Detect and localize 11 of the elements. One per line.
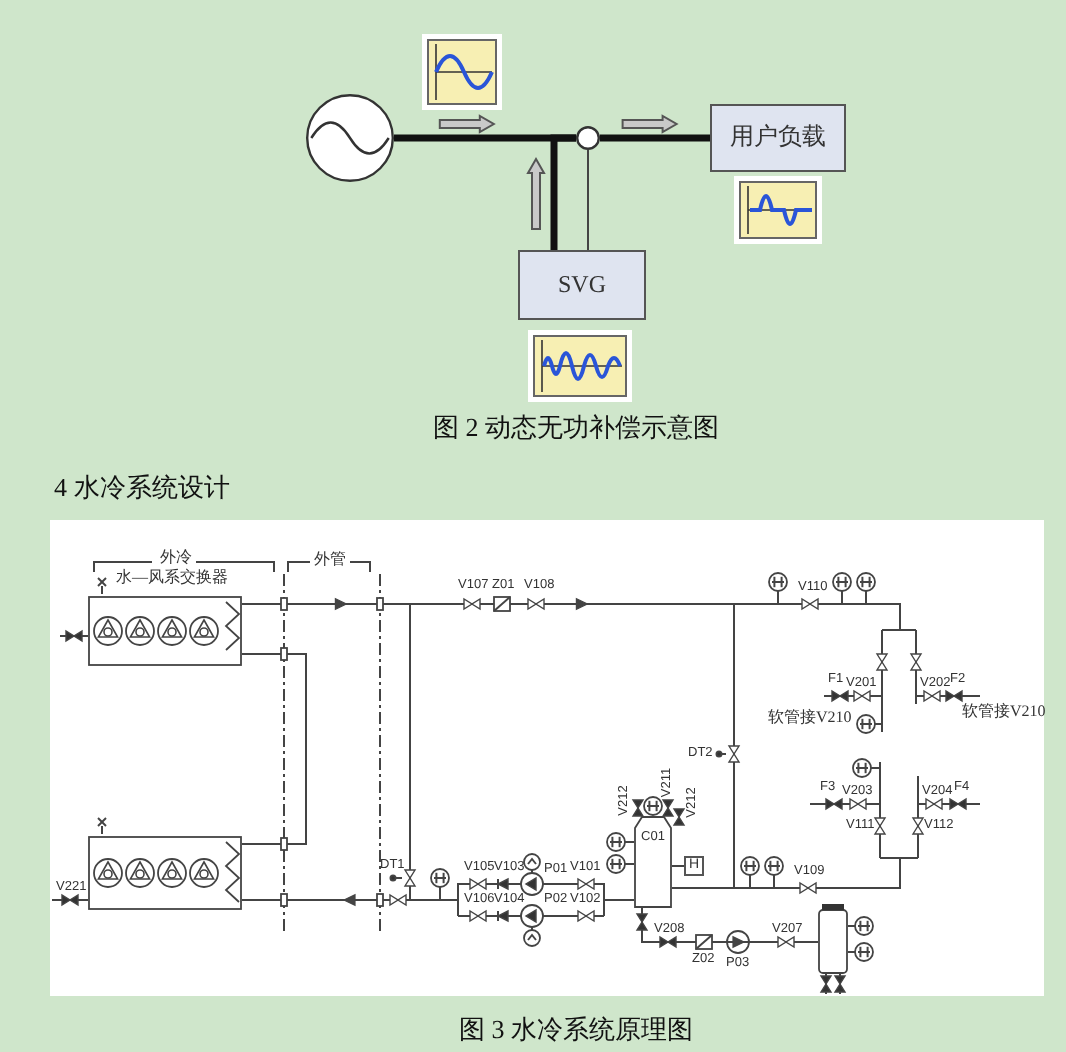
device-box: SVG xyxy=(518,250,646,320)
power-line xyxy=(550,134,576,250)
load-box: 用户负载 xyxy=(710,104,846,172)
junction-circle xyxy=(576,126,600,150)
signal-line xyxy=(587,149,589,251)
direction-arrow xyxy=(438,114,496,134)
direction-arrow xyxy=(621,114,679,134)
direction-arrow xyxy=(526,157,546,230)
ac-source-symbol xyxy=(306,94,394,182)
figure-caption: 图 3 水冷系统原理图 xyxy=(459,1016,693,1042)
power-line xyxy=(600,134,710,142)
